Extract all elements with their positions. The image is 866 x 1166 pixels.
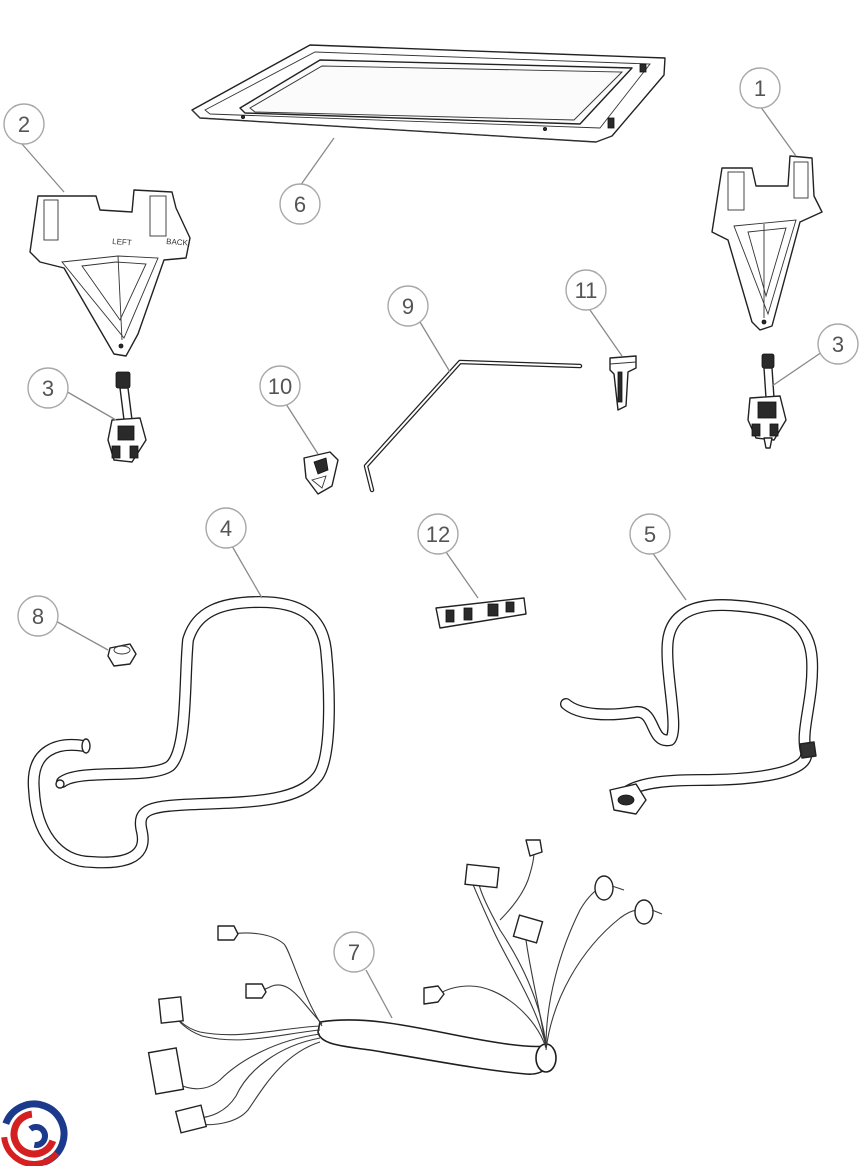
part-9-rod [363,359,583,493]
callout-3-left: 3 [27,367,69,409]
callout-11: 11 [565,269,607,311]
svg-text:11: 11 [575,278,598,303]
bracket-back-marking: BACK [166,237,189,248]
svg-text:3: 3 [832,332,844,357]
callout-1: 1 [739,67,781,109]
callout-2: 2 [3,103,45,145]
part-2-left-bracket: LEFT BACK [29,189,191,357]
callout-4: 4 [205,507,247,549]
svg-text:12: 12 [426,522,450,547]
part-5-hose [560,599,819,815]
part-10-clip [303,451,339,495]
callout-9: 9 [387,285,429,327]
part-6-door-frame [191,44,666,143]
svg-text:6: 6 [294,192,306,217]
svg-text:8: 8 [32,604,44,629]
callout-leaders [21,105,823,1019]
callout-12: 12 [417,513,459,555]
part-3-left-hinge [107,371,147,463]
svg-text:2: 2 [18,112,30,137]
bracket-left-marking: LEFT [112,237,132,247]
svg-text:4: 4 [220,516,232,541]
part-7-wire-harness [147,839,663,1134]
callout-8: 8 [17,595,59,637]
svg-text:1: 1 [754,76,766,101]
part-3-right-hinge [747,353,787,449]
svg-text:3: 3 [42,376,54,401]
callout-10: 10 [259,365,301,407]
callout-7: 7 [333,931,375,973]
part-4-gasket [27,596,335,869]
part-11-pin [609,355,637,411]
svg-text:10: 10 [268,374,292,399]
callout-3-right: 3 [817,323,859,365]
part-8-cap [107,643,137,667]
part-12-connector [435,597,527,629]
svg-text:9: 9 [402,294,414,319]
svg-text:7: 7 [348,940,360,965]
svg-text:5: 5 [644,522,656,547]
callout-6: 6 [279,183,321,225]
callout-5: 5 [629,513,671,555]
brand-logo [0,1100,68,1166]
part-1-right-bracket [711,155,823,331]
